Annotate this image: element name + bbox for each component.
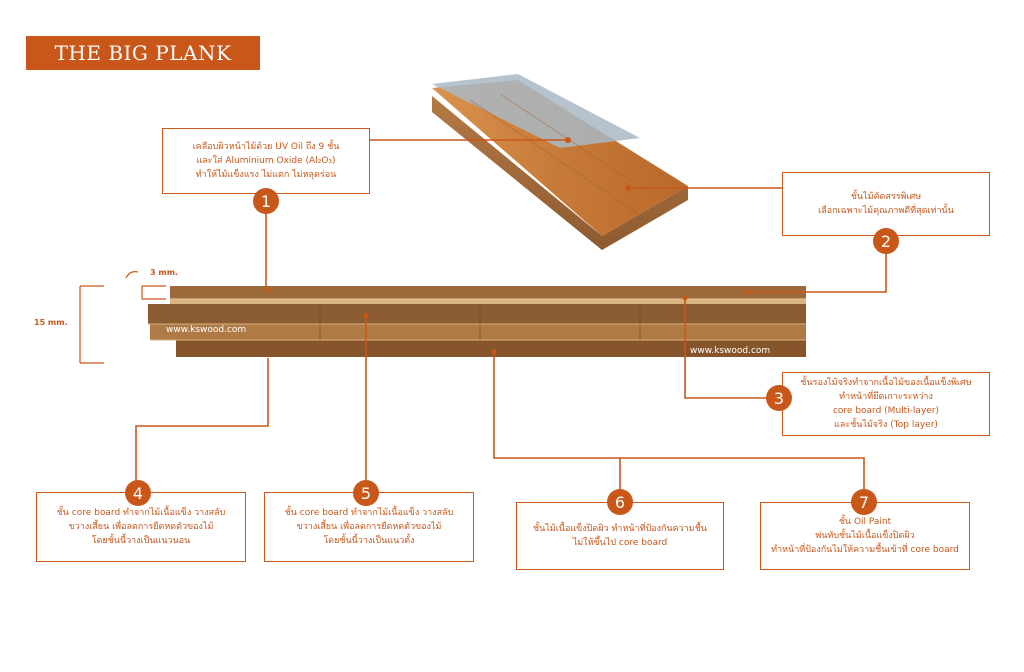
- callout-3-line: core board (Multi-layer): [832, 406, 940, 416]
- callout-number-7: 7: [851, 489, 877, 515]
- callout-number-2: 2: [873, 228, 899, 254]
- dimension-15mm: 15 mm.: [34, 318, 68, 327]
- callout-number-1: 1: [253, 188, 279, 214]
- watermark-left: www.kswood.com: [166, 325, 247, 335]
- callout-3-line: ชั้นรองไม้จริงทำจากเนื้อไม้ของเนื้อแข็งพ…: [800, 378, 972, 388]
- callout-number-3: 3: [766, 385, 792, 411]
- plank-3d-illustration: [432, 74, 688, 250]
- title-bar: THE BIG PLANK: [26, 36, 260, 70]
- callout-1-line: เคลือบผิวหน้าไม้ด้วย UV Oil ถึง 9 ชั้น: [192, 142, 340, 152]
- callout-box-6: ชั้นไม้เนื้อแข็งปิดผิว ทำหน้าที่ป้องกันค…: [516, 502, 724, 570]
- callout-number-5: 5: [353, 480, 379, 506]
- dimension-brackets: [79, 271, 166, 364]
- callout-7-line: ทำหน้าที่ป้องกันไม่ให้ความชื้นเข้าที่ co…: [771, 545, 959, 555]
- dimension-3mm: 3 mm.: [150, 268, 179, 277]
- leader-dots: [265, 137, 751, 355]
- bottom-sealing-layer: [176, 340, 806, 357]
- callout-number-4: 4: [125, 480, 151, 506]
- sub-layer: [170, 299, 806, 304]
- plank-cross-section: [148, 286, 806, 357]
- callout-7-line: ชั้น Oil Paint: [838, 517, 892, 527]
- uv-film-layer: [432, 74, 640, 148]
- leader-lines: [135, 139, 887, 492]
- core-board-horizontal: [148, 304, 806, 324]
- callout-3-line: และชั้นไม้จริง (Top layer): [834, 420, 938, 430]
- callout-box-1: เคลือบผิวหน้าไม้ด้วย UV Oil ถึง 9 ชั้น แ…: [162, 128, 370, 194]
- callout-2-line: ชั้นไม้คัดสรรพิเศษ: [850, 192, 922, 202]
- callout-1-line: และใส่ Aluminium Oxide (Al₂O₃): [196, 156, 336, 166]
- callout-5-line: ชั้น core board ทำจากไม้เนื้อแข็ง วางสลั…: [284, 508, 454, 518]
- callout-5-line: ขวางเสี้ยน เพื่อลดการยืดหดตัวของไม้: [296, 522, 442, 532]
- callout-2-line: เลือกเฉพาะไม้คุณภาพดีที่สุดเท่านั้น: [818, 206, 954, 216]
- callout-6-line: ไม่ให้ขึ้นไป core board: [572, 538, 668, 548]
- callout-5-line: โดยชั้นนี้วางเป็นแนวตั้ง: [323, 536, 415, 546]
- callout-7-line: พ่นทับชั้นไม้เนื้อแข็งปิดผิว: [815, 531, 915, 541]
- callout-4-line: ชั้น core board ทำจากไม้เนื้อแข็ง วางสลั…: [56, 508, 226, 518]
- core-board-vertical: [150, 324, 806, 340]
- callout-4-line: ขวางเสี้ยน เพื่อลดการยืดหดตัวของไม้: [68, 522, 214, 532]
- callout-1-line: ทำให้ไม้แข็งแรง ไม่แตก ไม่หลุดร่อน: [195, 170, 337, 180]
- callout-box-3: ชั้นรองไม้จริงทำจากเนื้อไม้ของเนื้อแข็งพ…: [782, 372, 990, 436]
- callout-number-6: 6: [607, 489, 633, 515]
- callout-4-line: โดยชั้นนี้วางเป็นแนวนอน: [91, 536, 191, 546]
- callout-box-2: ชั้นไม้คัดสรรพิเศษ เลือกเฉพาะไม้คุณภาพดี…: [782, 172, 990, 236]
- callout-3-line: ทำหน้าที่ยึดเกาะระหว่าง: [839, 392, 933, 402]
- callout-6-line: ชั้นไม้เนื้อแข็งปิดผิว ทำหน้าที่ป้องกันค…: [533, 524, 707, 534]
- top-wood-layer: [170, 286, 806, 299]
- page-title: THE BIG PLANK: [54, 41, 232, 65]
- watermark-right: www.kswood.com: [690, 346, 771, 356]
- plank-top-face: [432, 80, 688, 236]
